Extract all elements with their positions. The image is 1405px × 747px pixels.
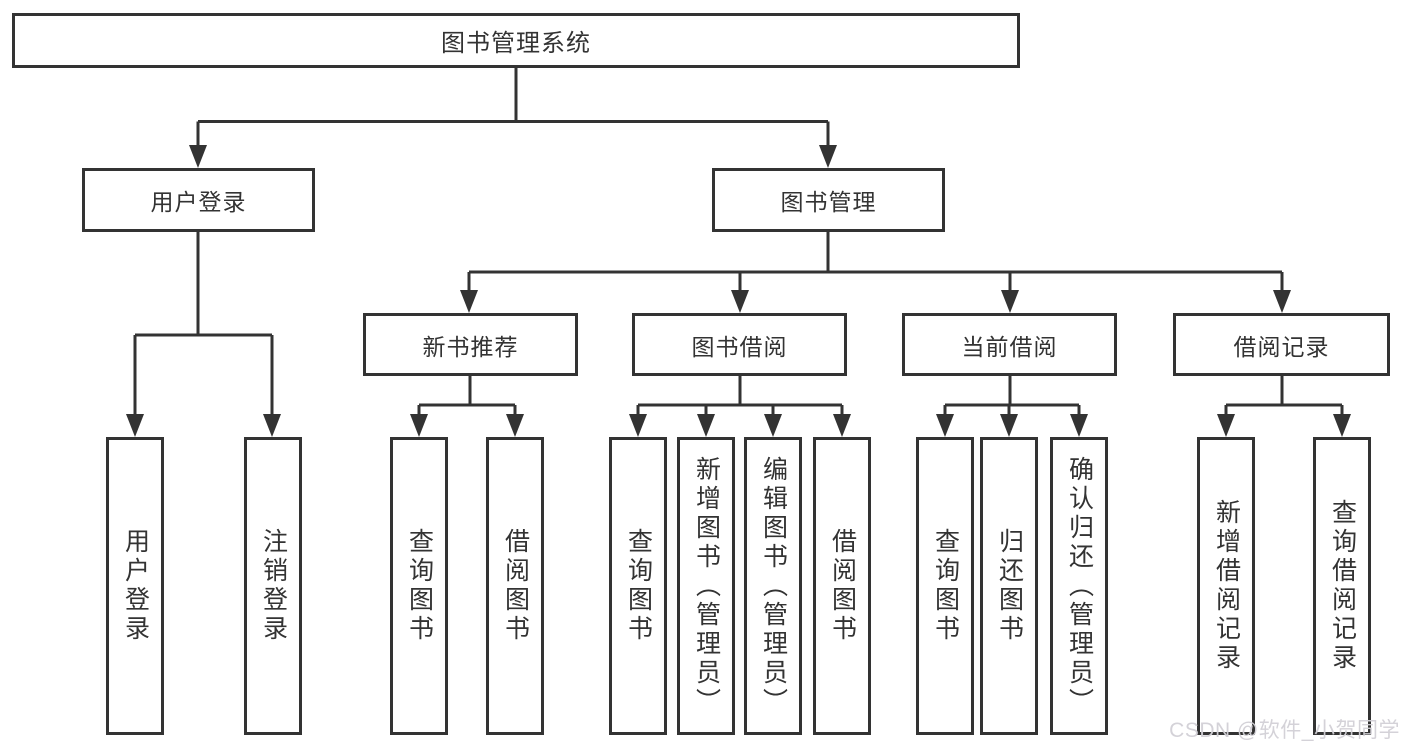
node-book-borrow: 图书借阅 bbox=[632, 313, 847, 376]
leaf-borrow-books: 借阅图书 bbox=[813, 437, 871, 735]
node-borrow-records: 借阅记录 bbox=[1173, 313, 1390, 376]
watermark: CSDN @软件_小贺同学 bbox=[1169, 719, 1400, 742]
leaf-query-books-recommend: 查询图书 bbox=[390, 437, 448, 735]
arrowheads bbox=[126, 145, 1351, 437]
node-user-login-branch: 用户登录 bbox=[82, 168, 315, 232]
leaf-confirm-return-admin: 确认归还（管理员） bbox=[1050, 437, 1108, 735]
node-system-root: 图书管理系统 bbox=[12, 13, 1020, 68]
leaf-user-login: 用户登录 bbox=[106, 437, 164, 735]
leaf-add-book-admin: 新增图书（管理员） bbox=[677, 437, 735, 735]
leaf-query-books-borrow: 查询图书 bbox=[609, 437, 667, 735]
leaf-edit-book-admin: 编辑图书（管理员） bbox=[744, 437, 802, 735]
node-book-management: 图书管理 bbox=[712, 168, 945, 232]
leaf-query-borrow-record: 查询借阅记录 bbox=[1313, 437, 1371, 735]
node-current-borrow: 当前借阅 bbox=[902, 313, 1117, 376]
leaf-add-borrow-record: 新增借阅记录 bbox=[1197, 437, 1255, 735]
leaf-query-books-current: 查询图书 bbox=[916, 437, 974, 735]
leaf-return-book: 归还图书 bbox=[980, 437, 1038, 735]
leaf-borrow-books-recommend: 借阅图书 bbox=[486, 437, 544, 735]
leaf-logout: 注销登录 bbox=[244, 437, 302, 735]
node-new-book-recommend: 新书推荐 bbox=[363, 313, 578, 376]
